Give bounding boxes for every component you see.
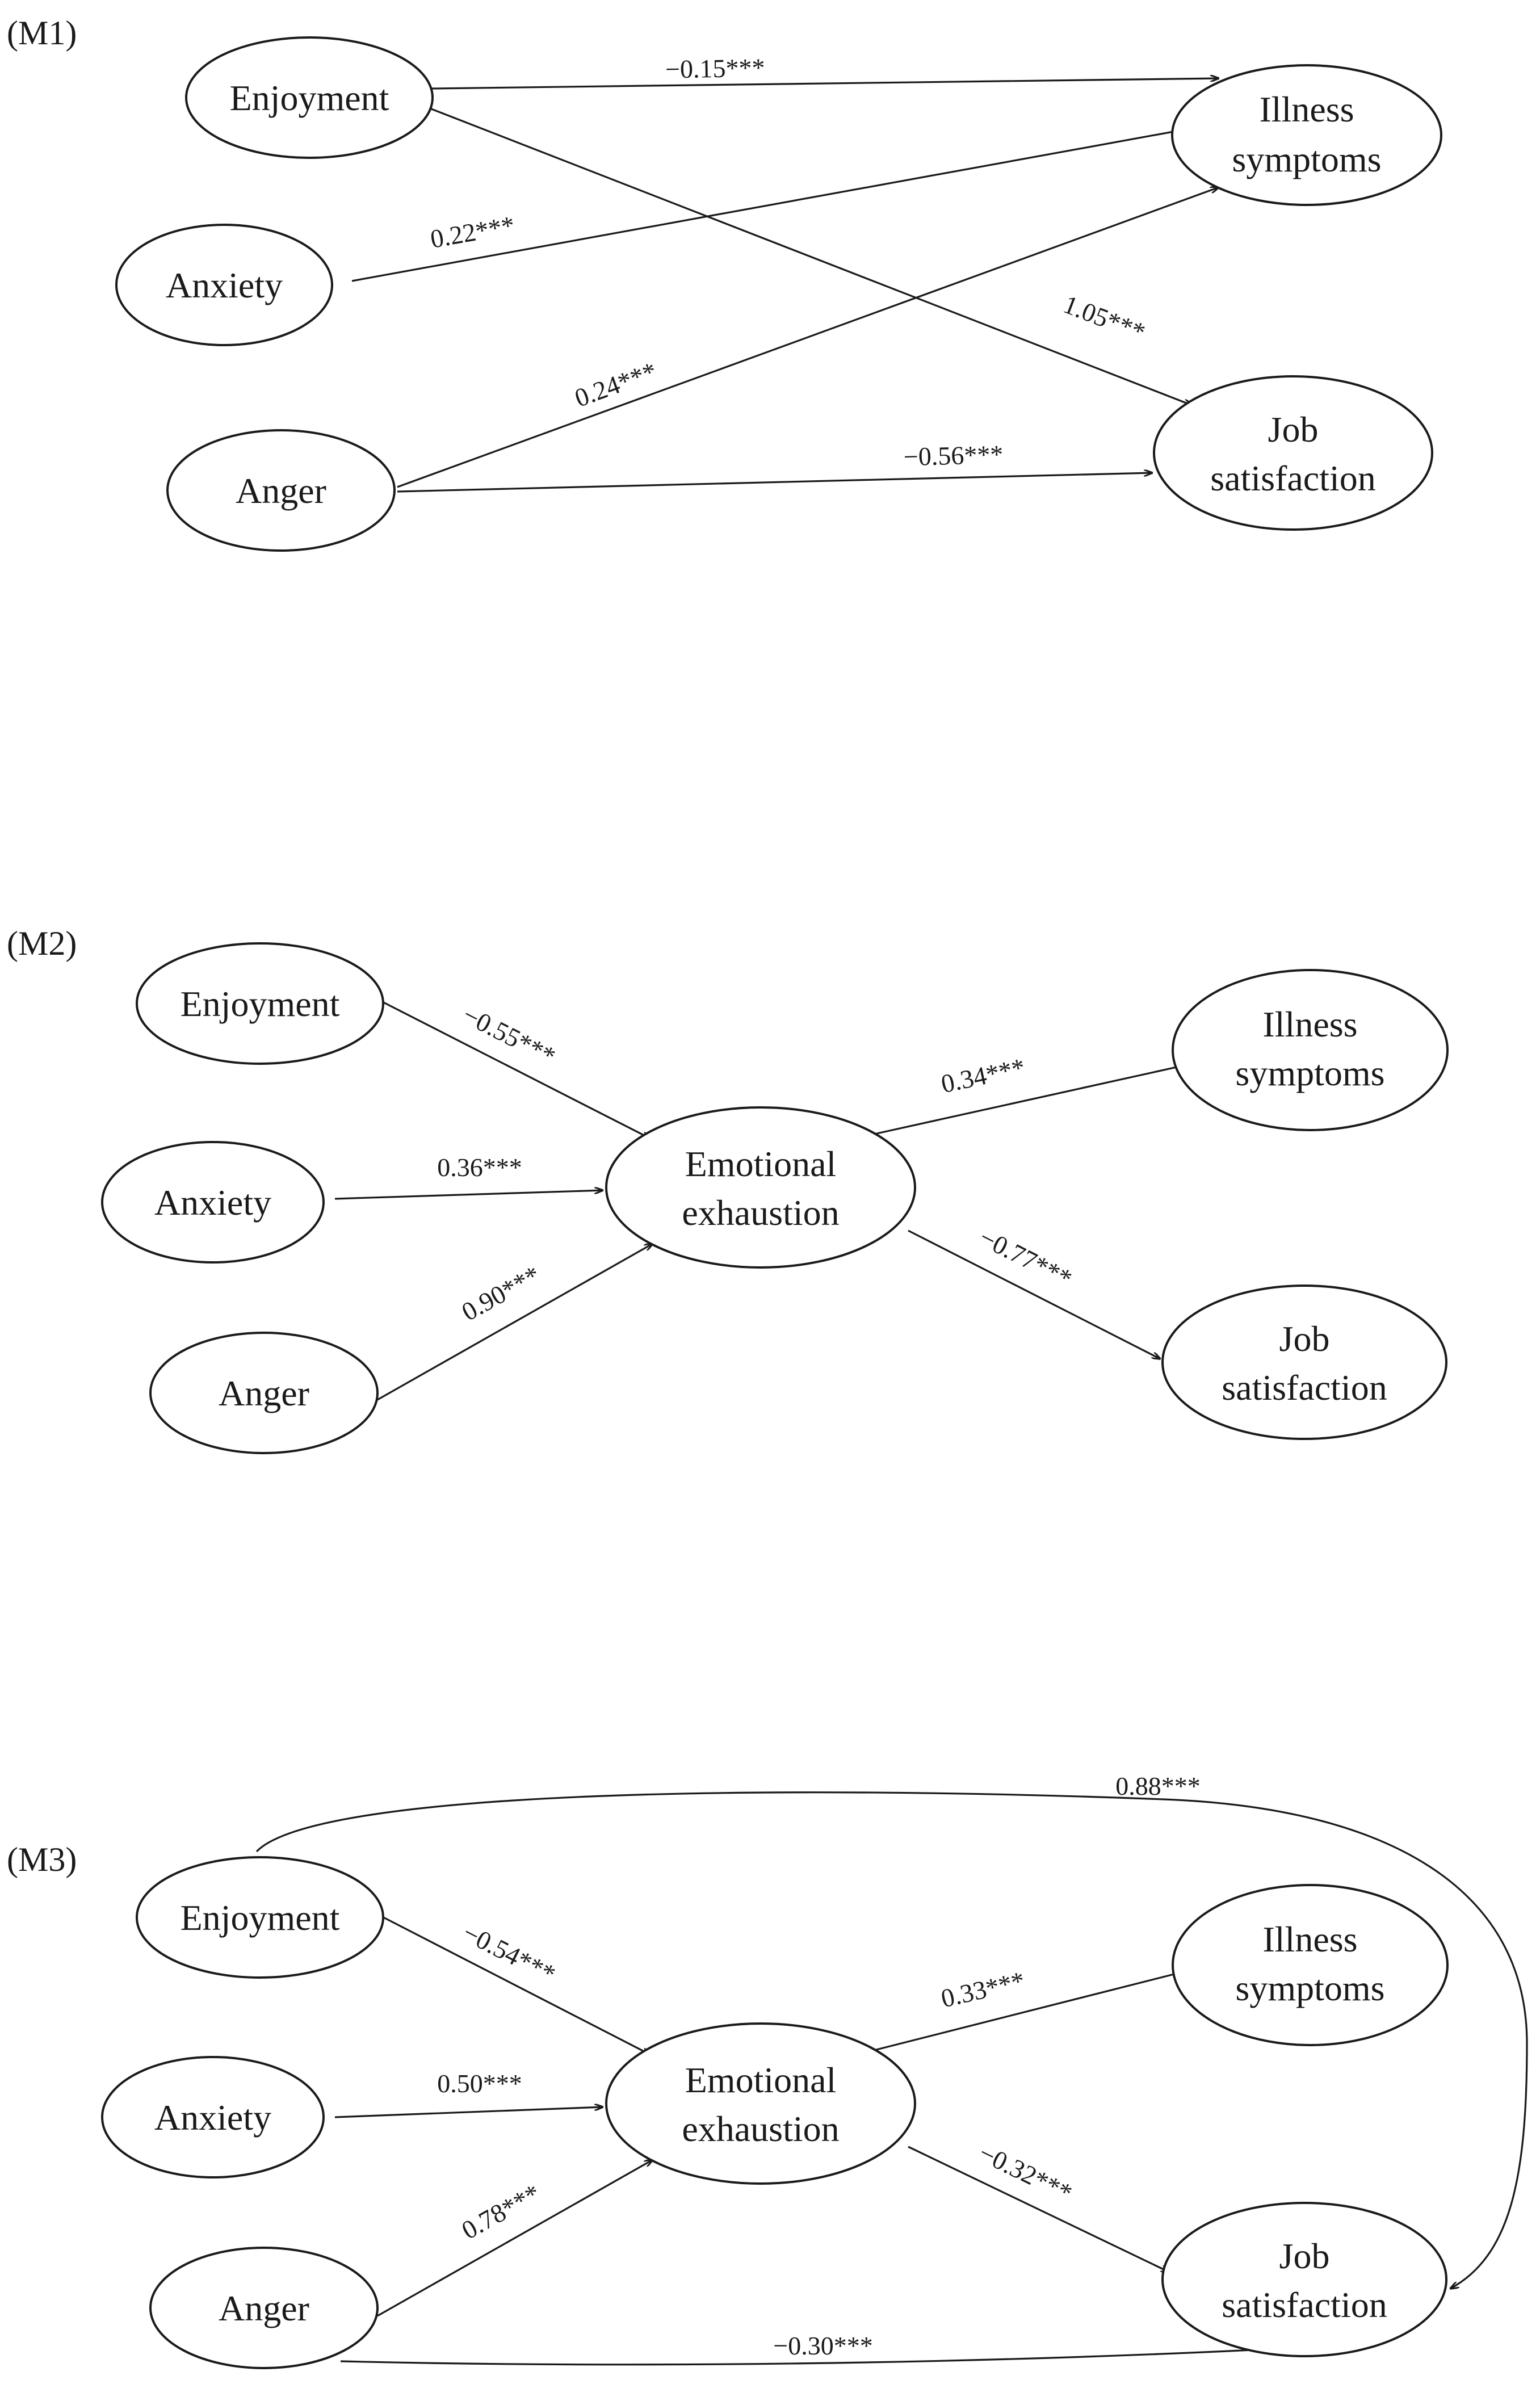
edge-coefficient: 0.50*** bbox=[437, 2069, 522, 2098]
svg-text:symptoms: symptoms bbox=[1235, 1968, 1384, 2008]
edge-coefficient: 0.88*** bbox=[1115, 1772, 1201, 1800]
edge-anger-job: −0.30*** bbox=[340, 2331, 1300, 2366]
edge-anger-exhaustion: 0.90*** bbox=[377, 1244, 653, 1401]
node-anxiety: Anxiety bbox=[101, 1141, 325, 1264]
edge-coefficient: 1.05*** bbox=[1060, 289, 1149, 347]
edge-coefficient: −0.32*** bbox=[975, 2138, 1077, 2208]
svg-text:satisfaction: satisfaction bbox=[1222, 2285, 1387, 2325]
edge-enjoyment-exhaustion: −0.55*** bbox=[374, 997, 651, 1139]
edge-exhaustion-job: −0.77*** bbox=[908, 1223, 1160, 1359]
edge-anger-illness: 0.24*** bbox=[397, 187, 1219, 488]
svg-text:Job: Job bbox=[1268, 409, 1319, 450]
svg-text:Anger: Anger bbox=[219, 2288, 309, 2328]
node-anxiety: Anxiety bbox=[115, 224, 333, 346]
svg-text:Anxiety: Anxiety bbox=[154, 2097, 271, 2138]
edge-coefficient: 0.24*** bbox=[571, 356, 661, 413]
svg-text:Emotional: Emotional bbox=[685, 2060, 837, 2100]
edge-anxiety-exhaustion: 0.36*** bbox=[334, 1153, 603, 1200]
edge-coefficient: −0.54*** bbox=[458, 1918, 560, 1989]
edge-coefficient: −0.77*** bbox=[975, 1223, 1076, 1294]
panel-label: (M1) bbox=[7, 14, 77, 52]
edge-coefficient: 0.33*** bbox=[938, 1966, 1027, 2013]
edge-anxiety-illness: 0.22*** bbox=[351, 128, 1192, 282]
svg-text:Anxiety: Anxiety bbox=[166, 265, 283, 305]
svg-text:Enjoyment: Enjoyment bbox=[181, 1898, 340, 1938]
edge-coefficient: −0.30*** bbox=[773, 2331, 872, 2360]
edge-coefficient: 0.36*** bbox=[437, 1153, 522, 1182]
svg-text:Anger: Anger bbox=[219, 1373, 309, 1413]
edge-enjoyment-exhaustion: −0.54*** bbox=[374, 1912, 651, 2055]
edge-coefficient: 0.90*** bbox=[457, 1260, 545, 1327]
edge-enjoyment-job-direct: 0.88*** bbox=[255, 1772, 1528, 2289]
svg-text:Illness: Illness bbox=[1262, 1004, 1357, 1044]
node-job-satisfaction: Job satisfaction bbox=[1161, 2202, 1447, 2357]
edge-anger-job: −0.56*** bbox=[397, 440, 1152, 493]
node-illness-symptoms: Illness symptoms bbox=[1172, 969, 1449, 1131]
edge-anger-exhaustion: 0.78*** bbox=[377, 2160, 653, 2317]
svg-text:Job: Job bbox=[1279, 2236, 1330, 2276]
edge-coefficient: −0.15*** bbox=[665, 53, 765, 83]
edge-coefficient: −0.55*** bbox=[458, 1000, 560, 1071]
svg-text:Illness: Illness bbox=[1262, 1919, 1357, 1959]
node-illness-symptoms: Illness symptoms bbox=[1172, 1884, 1449, 2046]
edge-coefficient: 0.78*** bbox=[457, 2178, 545, 2245]
edge-exhaustion-illness: 0.33*** bbox=[874, 1966, 1192, 2051]
edge-anxiety-exhaustion: 0.50*** bbox=[334, 2069, 603, 2118]
node-emotional-exhaustion: Emotional exhaustion bbox=[605, 1106, 916, 1269]
node-enjoyment: Enjoyment bbox=[136, 942, 384, 1065]
svg-text:Anxiety: Anxiety bbox=[154, 1182, 271, 1223]
node-enjoyment: Enjoyment bbox=[136, 1856, 384, 1979]
panel-label: (M2) bbox=[7, 925, 77, 962]
node-emotional-exhaustion: Emotional exhaustion bbox=[605, 2022, 916, 2185]
svg-text:satisfaction: satisfaction bbox=[1222, 1367, 1387, 1408]
svg-text:Anger: Anger bbox=[236, 471, 326, 511]
node-job-satisfaction: Job satisfaction bbox=[1161, 1285, 1447, 1440]
svg-text:Enjoyment: Enjoyment bbox=[230, 78, 389, 118]
panel-m1: (M1) −0.15*** 0.22*** 1.05*** 0.24*** −0… bbox=[7, 14, 1442, 552]
node-job-satisfaction: Job satisfaction bbox=[1153, 375, 1433, 531]
edge-coefficient: 0.34*** bbox=[938, 1052, 1027, 1098]
edge-exhaustion-job: −0.32*** bbox=[908, 2138, 1169, 2272]
svg-text:Emotional: Emotional bbox=[685, 1144, 837, 1184]
svg-text:symptoms: symptoms bbox=[1235, 1053, 1384, 1093]
panel-m2: (M2) −0.55*** 0.36*** 0.90*** 0.34*** −0… bbox=[7, 925, 1449, 1454]
node-anger: Anger bbox=[149, 2247, 379, 2369]
svg-text:Illness: Illness bbox=[1259, 89, 1354, 129]
svg-text:exhaustion: exhaustion bbox=[682, 1193, 839, 1233]
node-illness-symptoms: Illness symptoms bbox=[1171, 64, 1442, 206]
node-anger: Anger bbox=[149, 1332, 379, 1454]
edge-coefficient: 0.22*** bbox=[428, 211, 517, 254]
svg-text:exhaustion: exhaustion bbox=[682, 2109, 839, 2149]
svg-text:Enjoyment: Enjoyment bbox=[181, 984, 340, 1024]
svg-text:Job: Job bbox=[1279, 1319, 1330, 1359]
edge-enjoyment-illness: −0.15*** bbox=[431, 53, 1219, 90]
svg-text:satisfaction: satisfaction bbox=[1210, 458, 1375, 498]
edge-coefficient: −0.56*** bbox=[903, 440, 1004, 472]
node-anger: Anger bbox=[166, 429, 396, 552]
edge-enjoyment-job: 1.05*** bbox=[428, 107, 1192, 405]
panel-label: (M3) bbox=[7, 1841, 77, 1878]
edge-exhaustion-illness: 0.34*** bbox=[874, 1052, 1192, 1135]
node-anxiety: Anxiety bbox=[101, 2056, 325, 2178]
panel-m3: (M3) 0.88*** −0.54*** 0.50*** 0.78*** 0.… bbox=[7, 1772, 1528, 2369]
svg-text:symptoms: symptoms bbox=[1232, 139, 1381, 179]
node-enjoyment: Enjoyment bbox=[185, 36, 434, 159]
